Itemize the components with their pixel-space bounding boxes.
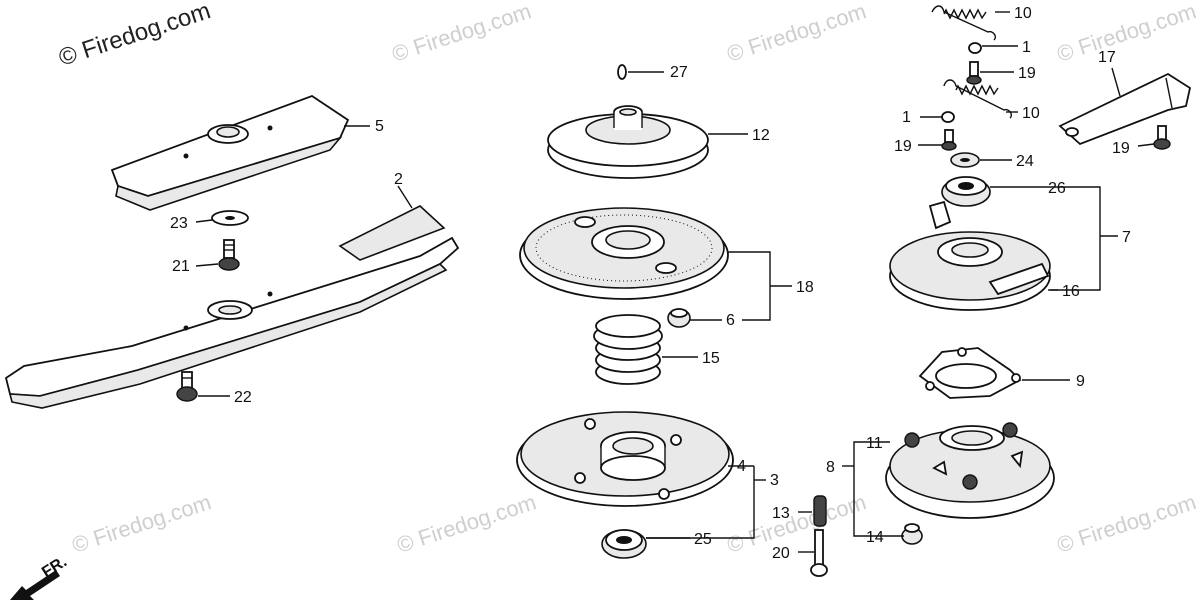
gasket-9 — [918, 347, 1022, 399]
callout-16: 16 — [1062, 283, 1080, 300]
rotary-blade — [4, 205, 460, 409]
callout-19-right: 19 — [1112, 140, 1130, 157]
callout-11: 11 — [866, 435, 883, 452]
lower-housing-8 — [885, 422, 1055, 519]
spring-10-upper — [931, 5, 997, 41]
spring-15 — [593, 314, 663, 385]
callout-7: 7 — [1122, 229, 1131, 246]
blade-stiffener-plate — [110, 94, 350, 211]
bolt-21 — [218, 239, 240, 271]
callout-23: 23 — [170, 215, 188, 232]
bearing-25 — [601, 529, 647, 559]
bolt-19-right — [1153, 125, 1171, 150]
callout-10-upper: 10 — [1014, 5, 1032, 22]
callout-17: 17 — [1098, 49, 1116, 66]
front-direction-arrow: FR. — [10, 553, 70, 600]
callout-12: 12 — [752, 127, 770, 144]
bolt-20 — [810, 529, 828, 577]
callout-19-middle: 19 — [894, 138, 912, 155]
callout-1-upper: 1 — [1022, 39, 1031, 56]
callout-8: 8 — [826, 459, 835, 476]
spring-10-lower — [943, 79, 1013, 119]
callout-20: 20 — [772, 545, 790, 562]
callout-19-upper: 19 — [1018, 65, 1036, 82]
front-direction-label: FR. — [39, 553, 70, 581]
callout-25: 25 — [694, 531, 712, 548]
collar-1-upper — [968, 42, 982, 54]
spring-pin-13 — [813, 495, 827, 527]
callout-5: 5 — [375, 118, 384, 135]
nut-14 — [901, 523, 923, 545]
callout-18: 18 — [796, 279, 814, 296]
collar-1-lower — [941, 111, 955, 123]
callout-3: 3 — [770, 472, 779, 489]
callout-labels: 5 2 23 21 22 27 12 18 6 15 4 3 25 10 1 1… — [170, 5, 1131, 562]
nut-6 — [667, 308, 691, 328]
watermark: © Firedog.com — [724, 489, 869, 557]
watermark-main: © Firedog.com — [56, 0, 214, 72]
watermark: © Firedog.com — [389, 0, 534, 67]
callout-2: 2 — [394, 171, 403, 188]
bolt-19-upper — [966, 61, 982, 85]
callout-1-lower: 1 — [902, 109, 911, 126]
bolt-22 — [176, 371, 198, 402]
bearing-26 — [941, 176, 991, 207]
callout-9: 9 — [1076, 373, 1085, 390]
brake-disc-18 — [519, 207, 729, 300]
brake-lever-17 — [1058, 72, 1192, 146]
watermark: © Firedog.com — [69, 489, 214, 557]
watermark: © Firedog.com — [1054, 489, 1199, 557]
leader-lines — [195, 11, 1155, 553]
watermark: © Firedog.com — [394, 489, 539, 557]
callout-15: 15 — [702, 350, 720, 367]
callout-26: 26 — [1048, 180, 1066, 197]
callout-10-lower: 10 — [1022, 105, 1040, 122]
callout-4: 4 — [737, 458, 746, 475]
callout-6: 6 — [726, 312, 735, 329]
watermark: © Firedog.com — [724, 0, 869, 67]
callout-22: 22 — [234, 389, 252, 406]
blade-holder-4 — [516, 411, 734, 507]
callout-21: 21 — [172, 258, 190, 275]
pulley-12 — [547, 105, 709, 179]
washer-23 — [211, 210, 249, 226]
callout-13: 13 — [772, 505, 790, 522]
brake-housing-7 — [889, 200, 1051, 311]
callout-24: 24 — [1016, 153, 1034, 170]
callout-27: 27 — [670, 64, 688, 81]
bolt-19-middle — [941, 129, 957, 151]
callout-14: 14 — [866, 529, 884, 546]
watermark: © Firedog.com — [1054, 0, 1199, 67]
woodruff-key-27 — [617, 64, 627, 80]
washer-24 — [950, 152, 980, 168]
